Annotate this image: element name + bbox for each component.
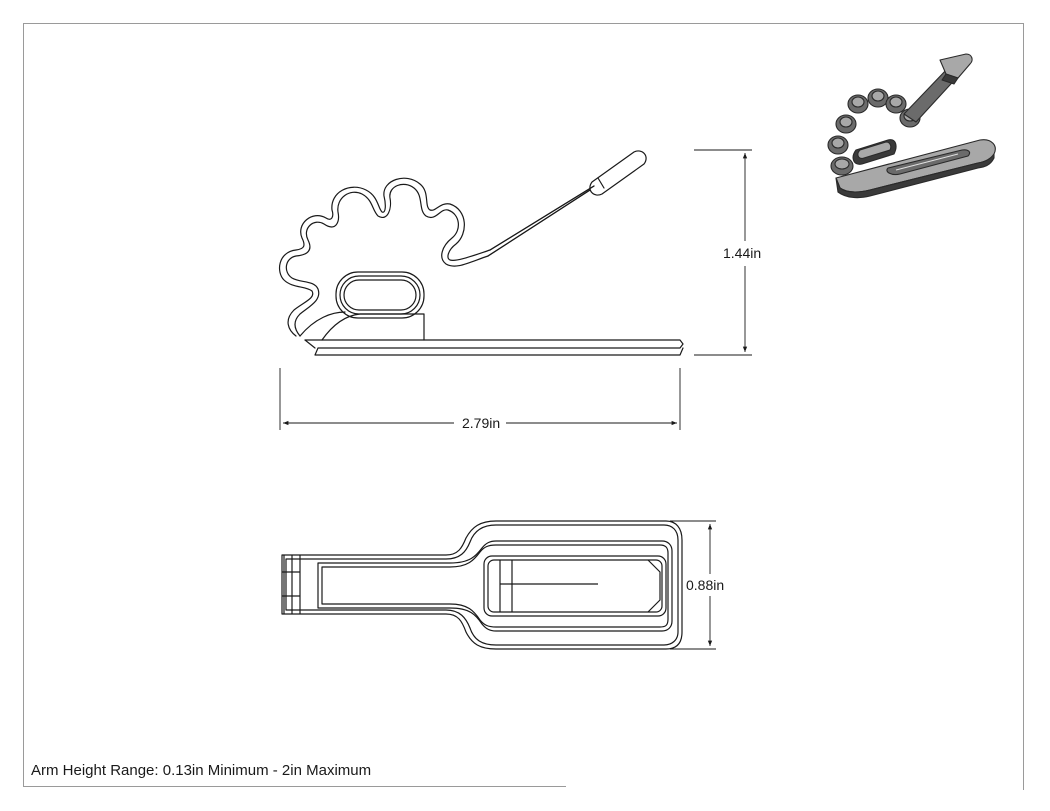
isometric-view [827,53,996,199]
length-dimension [279,368,681,430]
coil-spring [278,177,595,337]
arm-rod [487,150,647,257]
title-block-line [23,786,566,787]
clip-housing [321,271,425,341]
arm-height-note: Arm Height Range: 0.13in Minimum - 2in M… [31,762,372,779]
base-plate [304,339,684,356]
drawing-border [23,23,1024,787]
length-dimension-label: 2.79in [458,415,505,431]
width-dimension-label: 0.88in [686,577,725,593]
width-dimension [670,520,716,650]
side-view [278,150,684,356]
height-dimension [694,149,752,356]
top-view [281,520,683,650]
border-corner-tick [1023,780,1024,790]
height-dimension-label: 1.44in [723,245,762,261]
